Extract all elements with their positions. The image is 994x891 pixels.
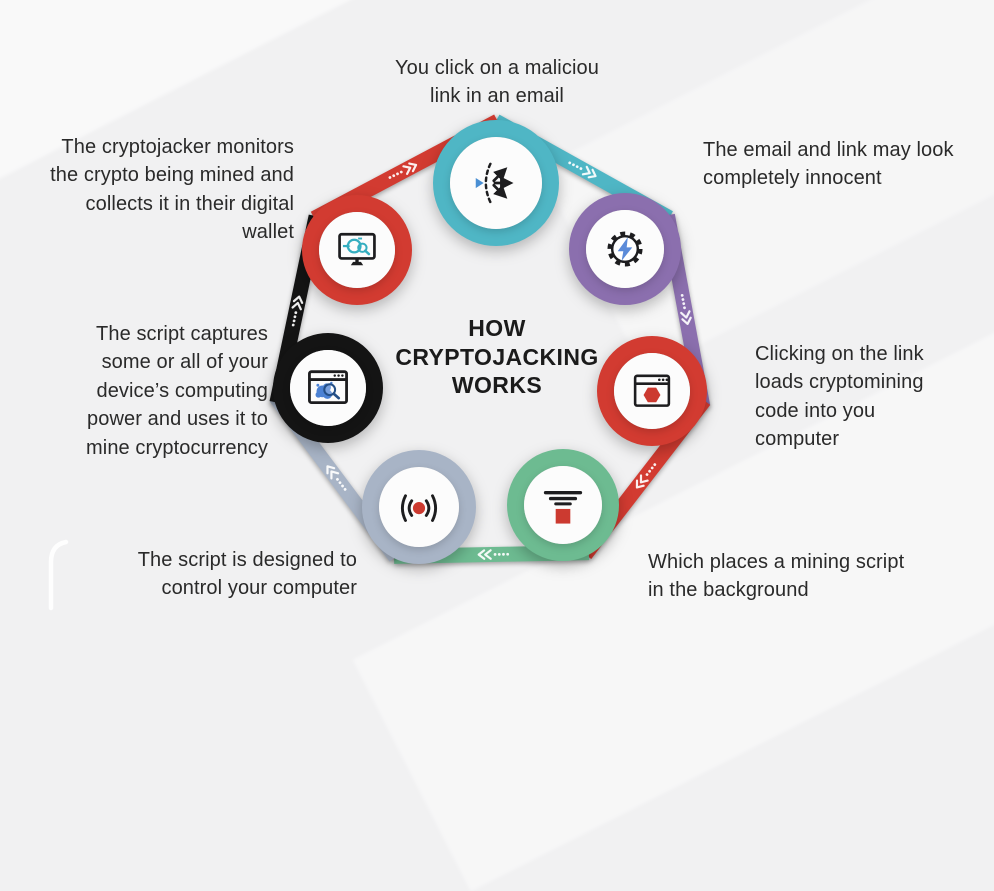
step-caption-monitors-crypto: The cryptojacker monitors the crypto bei… (50, 136, 294, 244)
step-caption-loads-code: Clicking on the link loads cryptomining … (755, 343, 924, 451)
step-caption-captures-power: The script captures some or all of your … (86, 323, 268, 459)
cycle-svg (269, 114, 711, 564)
ghost-letter-f (48, 539, 69, 611)
step-caption-control-computer: The script is designed to control your c… (137, 549, 357, 600)
diagram-title: HOW CRYPTOJACKING WORKS (395, 315, 599, 399)
cycle-diagram: HOW CRYPTOJACKING WORKS You click on a m… (48, 57, 954, 611)
step-caption-mining-script: Which places a mining script in the back… (648, 551, 905, 602)
step-caption-click-link: You click on a maliciou link in an email (395, 57, 599, 108)
step-caption-innocent-look: The email and link may look completely i… (703, 139, 954, 190)
